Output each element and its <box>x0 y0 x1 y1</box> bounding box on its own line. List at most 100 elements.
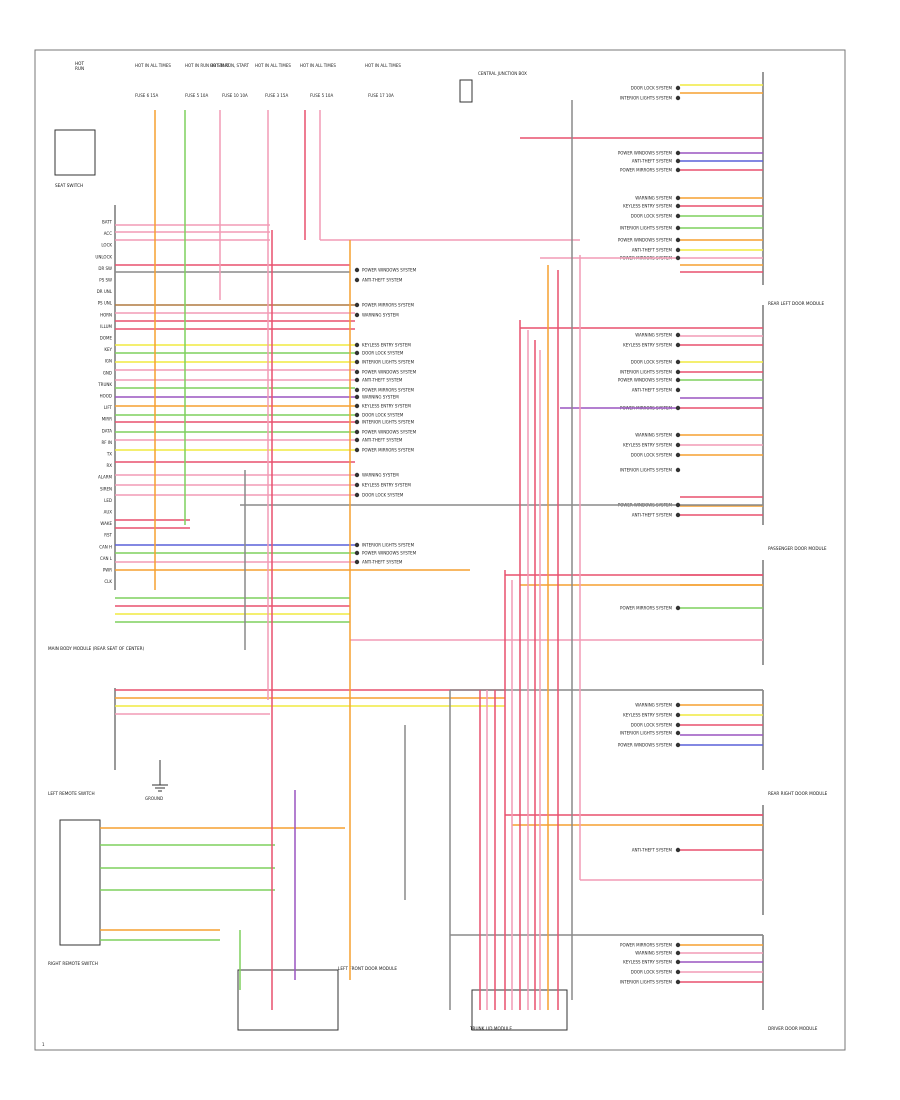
pin-label: ILLUM <box>100 324 112 329</box>
connector-dot-mid <box>354 412 360 418</box>
system-label: WARNING SYSTEM <box>635 196 672 201</box>
pin-label: MIRR <box>102 417 112 422</box>
system-label-mid: POWER WINDOWS SYSTEM <box>362 430 417 435</box>
connector-dot-mid <box>354 359 360 365</box>
system-label: INTERIOR LIGHTS SYSTEM <box>620 731 673 736</box>
system-label: WARNING SYSTEM <box>635 703 672 708</box>
connector-dot-mid <box>354 550 360 556</box>
pin-label: LIFT <box>104 405 113 410</box>
connector-dot <box>675 342 681 348</box>
connector-dots <box>354 85 681 985</box>
system-label: ANTI-THEFT SYSTEM <box>632 848 673 853</box>
system-label-mid: ANTI-THEFT SYSTEM <box>362 560 403 565</box>
system-label-mid: KEYLESS ENTRY SYSTEM <box>362 404 411 409</box>
fuse-upper-3: HOT IN ALL TIMES <box>255 63 291 68</box>
pin-label: TRUNK <box>97 382 112 387</box>
connector-dot-mid <box>354 447 360 453</box>
system-label: ANTI-THEFT SYSTEM <box>632 388 673 393</box>
connector-dot <box>675 377 681 383</box>
connector-dot <box>675 332 681 338</box>
connector-dot <box>675 950 681 956</box>
system-label-mid: POWER MIRRORS SYSTEM <box>362 303 415 308</box>
system-label: INTERIOR LIGHTS SYSTEM <box>620 980 673 985</box>
seat-switch-label: SEAT SWITCH <box>55 183 83 188</box>
connector-dot <box>675 959 681 965</box>
system-label: INTERIOR LIGHTS SYSTEM <box>620 96 673 101</box>
connector-dot-mid <box>354 542 360 548</box>
pin-label: HORN <box>100 312 112 317</box>
system-label: ANTI-THEFT SYSTEM <box>632 248 673 253</box>
system-label-mid: POWER MIRRORS SYSTEM <box>362 448 415 453</box>
connector-dot <box>675 203 681 209</box>
pin-label: CAN L <box>100 556 113 561</box>
system-label-mid: WARNING SYSTEM <box>362 313 399 318</box>
pin-label: CLK <box>104 579 112 584</box>
system-label: POWER MIRRORS SYSTEM <box>620 168 673 173</box>
system-label: POWER MIRRORS SYSTEM <box>620 606 673 611</box>
connector-dot <box>675 158 681 164</box>
module-passenger-door: PASSENGER DOOR MODULE <box>768 546 827 551</box>
module-right-remote: RIGHT REMOTE SWITCH <box>48 961 98 966</box>
system-label-mid: ANTI-THEFT SYSTEM <box>362 378 403 383</box>
pin-label: CAN H <box>99 544 112 549</box>
connector-dot-mid <box>354 350 360 356</box>
connector-dot <box>675 432 681 438</box>
connector-dot-mid <box>354 302 360 308</box>
system-label: POWER WINDOWS SYSTEM <box>618 238 673 243</box>
system-label-mid: INTERIOR LIGHTS SYSTEM <box>362 420 415 425</box>
connector-dot <box>675 213 681 219</box>
connector-dot <box>675 95 681 101</box>
system-label-mid: POWER WINDOWS SYSTEM <box>362 268 417 273</box>
pin-label: WAKE <box>100 521 112 526</box>
bottom-switch-box <box>237 969 339 1031</box>
system-label-mid: POWER WINDOWS SYSTEM <box>362 551 417 556</box>
fuse-1: FUSE 5 10A <box>185 93 208 98</box>
pin-label: HOOD <box>100 394 112 399</box>
system-label: POWER WINDOWS SYSTEM <box>618 378 673 383</box>
connector-dot-mid <box>354 403 360 409</box>
connector-dot <box>675 387 681 393</box>
system-label-mid: WARNING SYSTEM <box>362 395 399 400</box>
system-label: POWER WINDOWS SYSTEM <box>618 151 673 156</box>
system-label-mid: POWER MIRRORS SYSTEM <box>362 388 415 393</box>
system-label: WARNING SYSTEM <box>635 333 672 338</box>
pin-label: RX <box>106 463 112 468</box>
pin-label: KEY <box>104 347 112 352</box>
pin-label: RF IN <box>101 440 112 445</box>
diagram-frame <box>34 49 846 1051</box>
connector-dot <box>675 150 681 156</box>
seat-switch-box <box>54 129 96 176</box>
pin-label: PWR <box>103 568 112 573</box>
pin-label: BATT <box>102 220 113 225</box>
connector-dot <box>675 85 681 91</box>
fuse-upper-5: HOT IN ALL TIMES <box>365 63 401 68</box>
fuse-upper-1: HOT IN RUN OR START <box>185 63 230 68</box>
connector-dot <box>675 452 681 458</box>
connector-dot-mid <box>354 559 360 565</box>
connector-dot <box>675 742 681 748</box>
connector-dot <box>675 247 681 253</box>
system-label-mid: KEYLESS ENTRY SYSTEM <box>362 343 411 348</box>
pin-label: IGN <box>105 359 112 364</box>
system-label: KEYLESS ENTRY SYSTEM <box>623 343 672 348</box>
pin-label: DR SW <box>98 266 112 271</box>
pin-label: LED <box>104 498 112 503</box>
connector-dot-mid <box>354 429 360 435</box>
connector-dot-mid <box>354 342 360 348</box>
connector-dot <box>675 195 681 201</box>
left-remote-box <box>59 819 101 946</box>
pin-label: RST <box>104 533 112 538</box>
system-label-mid: DOOR LOCK SYSTEM <box>362 351 404 356</box>
system-label: ANTI-THEFT SYSTEM <box>632 159 673 164</box>
connector-dot-mid <box>354 394 360 400</box>
fuse-2: FUSE 10 10A <box>222 93 248 98</box>
horizontal-wires <box>100 84 763 983</box>
module-left-remote: LEFT REMOTE SWITCH <box>48 791 95 796</box>
connector-dot <box>675 722 681 728</box>
system-label-mid: INTERIOR LIGHTS SYSTEM <box>362 360 415 365</box>
connector-dot-mid <box>354 387 360 393</box>
system-label: DOOR LOCK SYSTEM <box>631 86 673 91</box>
connector-dot <box>675 442 681 448</box>
